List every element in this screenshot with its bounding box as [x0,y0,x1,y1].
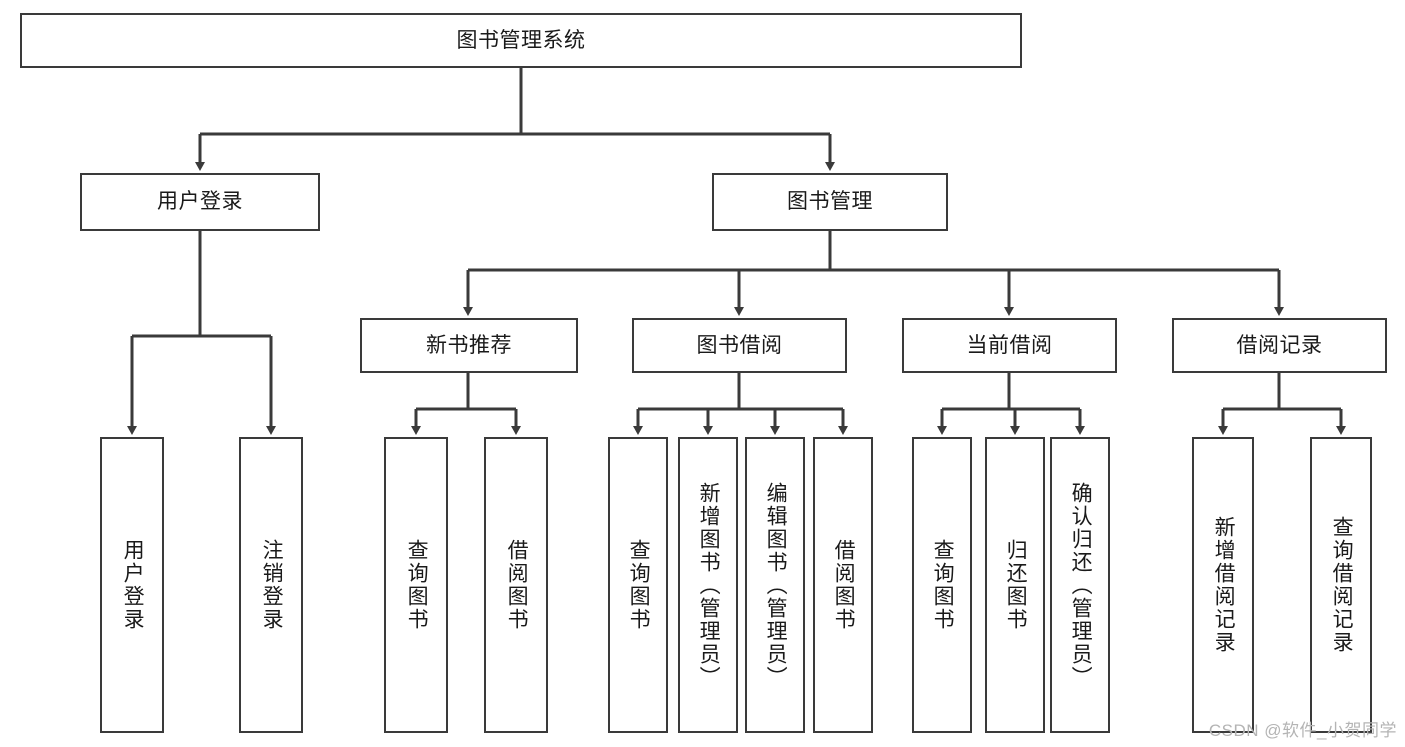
node-leaf-add-borrow-record-label: 新增借阅记录 [1212,516,1236,654]
csdn-watermark: CSDN @软件_小贺同学 [1208,721,1397,740]
node-leaf-borrow-book-label: 借阅图书 [832,539,856,631]
node-leaf-user-login-label: 用户登录 [121,539,145,631]
node-leaf-return-book-label: 归还图书 [1004,539,1028,631]
node-leaf-add-book[interactable]: 新增图书（管理员） [678,437,738,733]
node-leaf-query-book-rec-label: 查询图书 [405,539,429,631]
node-leaf-query-book-current-label: 查询图书 [931,539,955,631]
node-leaf-user-logout-label: 注销登录 [260,539,284,631]
node-leaf-confirm-return[interactable]: 确认归还（管理员） [1050,437,1110,733]
node-root[interactable]: 图书管理系统 [20,13,1022,68]
node-leaf-borrow-book-rec-label: 借阅图书 [505,539,529,631]
node-leaf-query-book-borrow[interactable]: 查询图书 [608,437,668,733]
node-leaf-query-borrow-record[interactable]: 查询借阅记录 [1310,437,1372,733]
node-user-login[interactable]: 用户登录 [80,173,320,231]
node-leaf-query-borrow-record-label: 查询借阅记录 [1330,516,1354,654]
node-leaf-borrow-book-rec[interactable]: 借阅图书 [484,437,548,733]
node-new-book-recommend[interactable]: 新书推荐 [360,318,578,373]
node-leaf-query-book-borrow-label: 查询图书 [627,539,651,631]
node-leaf-query-book-rec[interactable]: 查询图书 [384,437,448,733]
node-user-login-label: 用户登录 [157,190,243,214]
node-borrow-records[interactable]: 借阅记录 [1172,318,1387,373]
node-book-management[interactable]: 图书管理 [712,173,948,231]
node-book-borrow-label: 图书借阅 [696,333,783,357]
node-current-borrow-label: 当前借阅 [966,333,1053,357]
node-leaf-add-borrow-record[interactable]: 新增借阅记录 [1192,437,1254,733]
node-leaf-add-book-label: 新增图书（管理员） [697,481,721,689]
node-book-borrow[interactable]: 图书借阅 [632,318,847,373]
node-book-management-label: 图书管理 [787,190,873,214]
node-new-book-recommend-label: 新书推荐 [426,333,512,357]
node-leaf-query-book-current[interactable]: 查询图书 [912,437,972,733]
node-leaf-edit-book[interactable]: 编辑图书（管理员） [745,437,805,733]
node-root-label: 图书管理系统 [456,28,586,52]
node-current-borrow[interactable]: 当前借阅 [902,318,1117,373]
node-leaf-user-login[interactable]: 用户登录 [100,437,164,733]
node-leaf-borrow-book[interactable]: 借阅图书 [813,437,873,733]
node-leaf-edit-book-label: 编辑图书（管理员） [764,481,788,689]
node-borrow-records-label: 借阅记录 [1236,333,1323,357]
node-leaf-return-book[interactable]: 归还图书 [985,437,1045,733]
node-leaf-user-logout[interactable]: 注销登录 [239,437,303,733]
node-leaf-confirm-return-label: 确认归还（管理员） [1069,481,1093,689]
